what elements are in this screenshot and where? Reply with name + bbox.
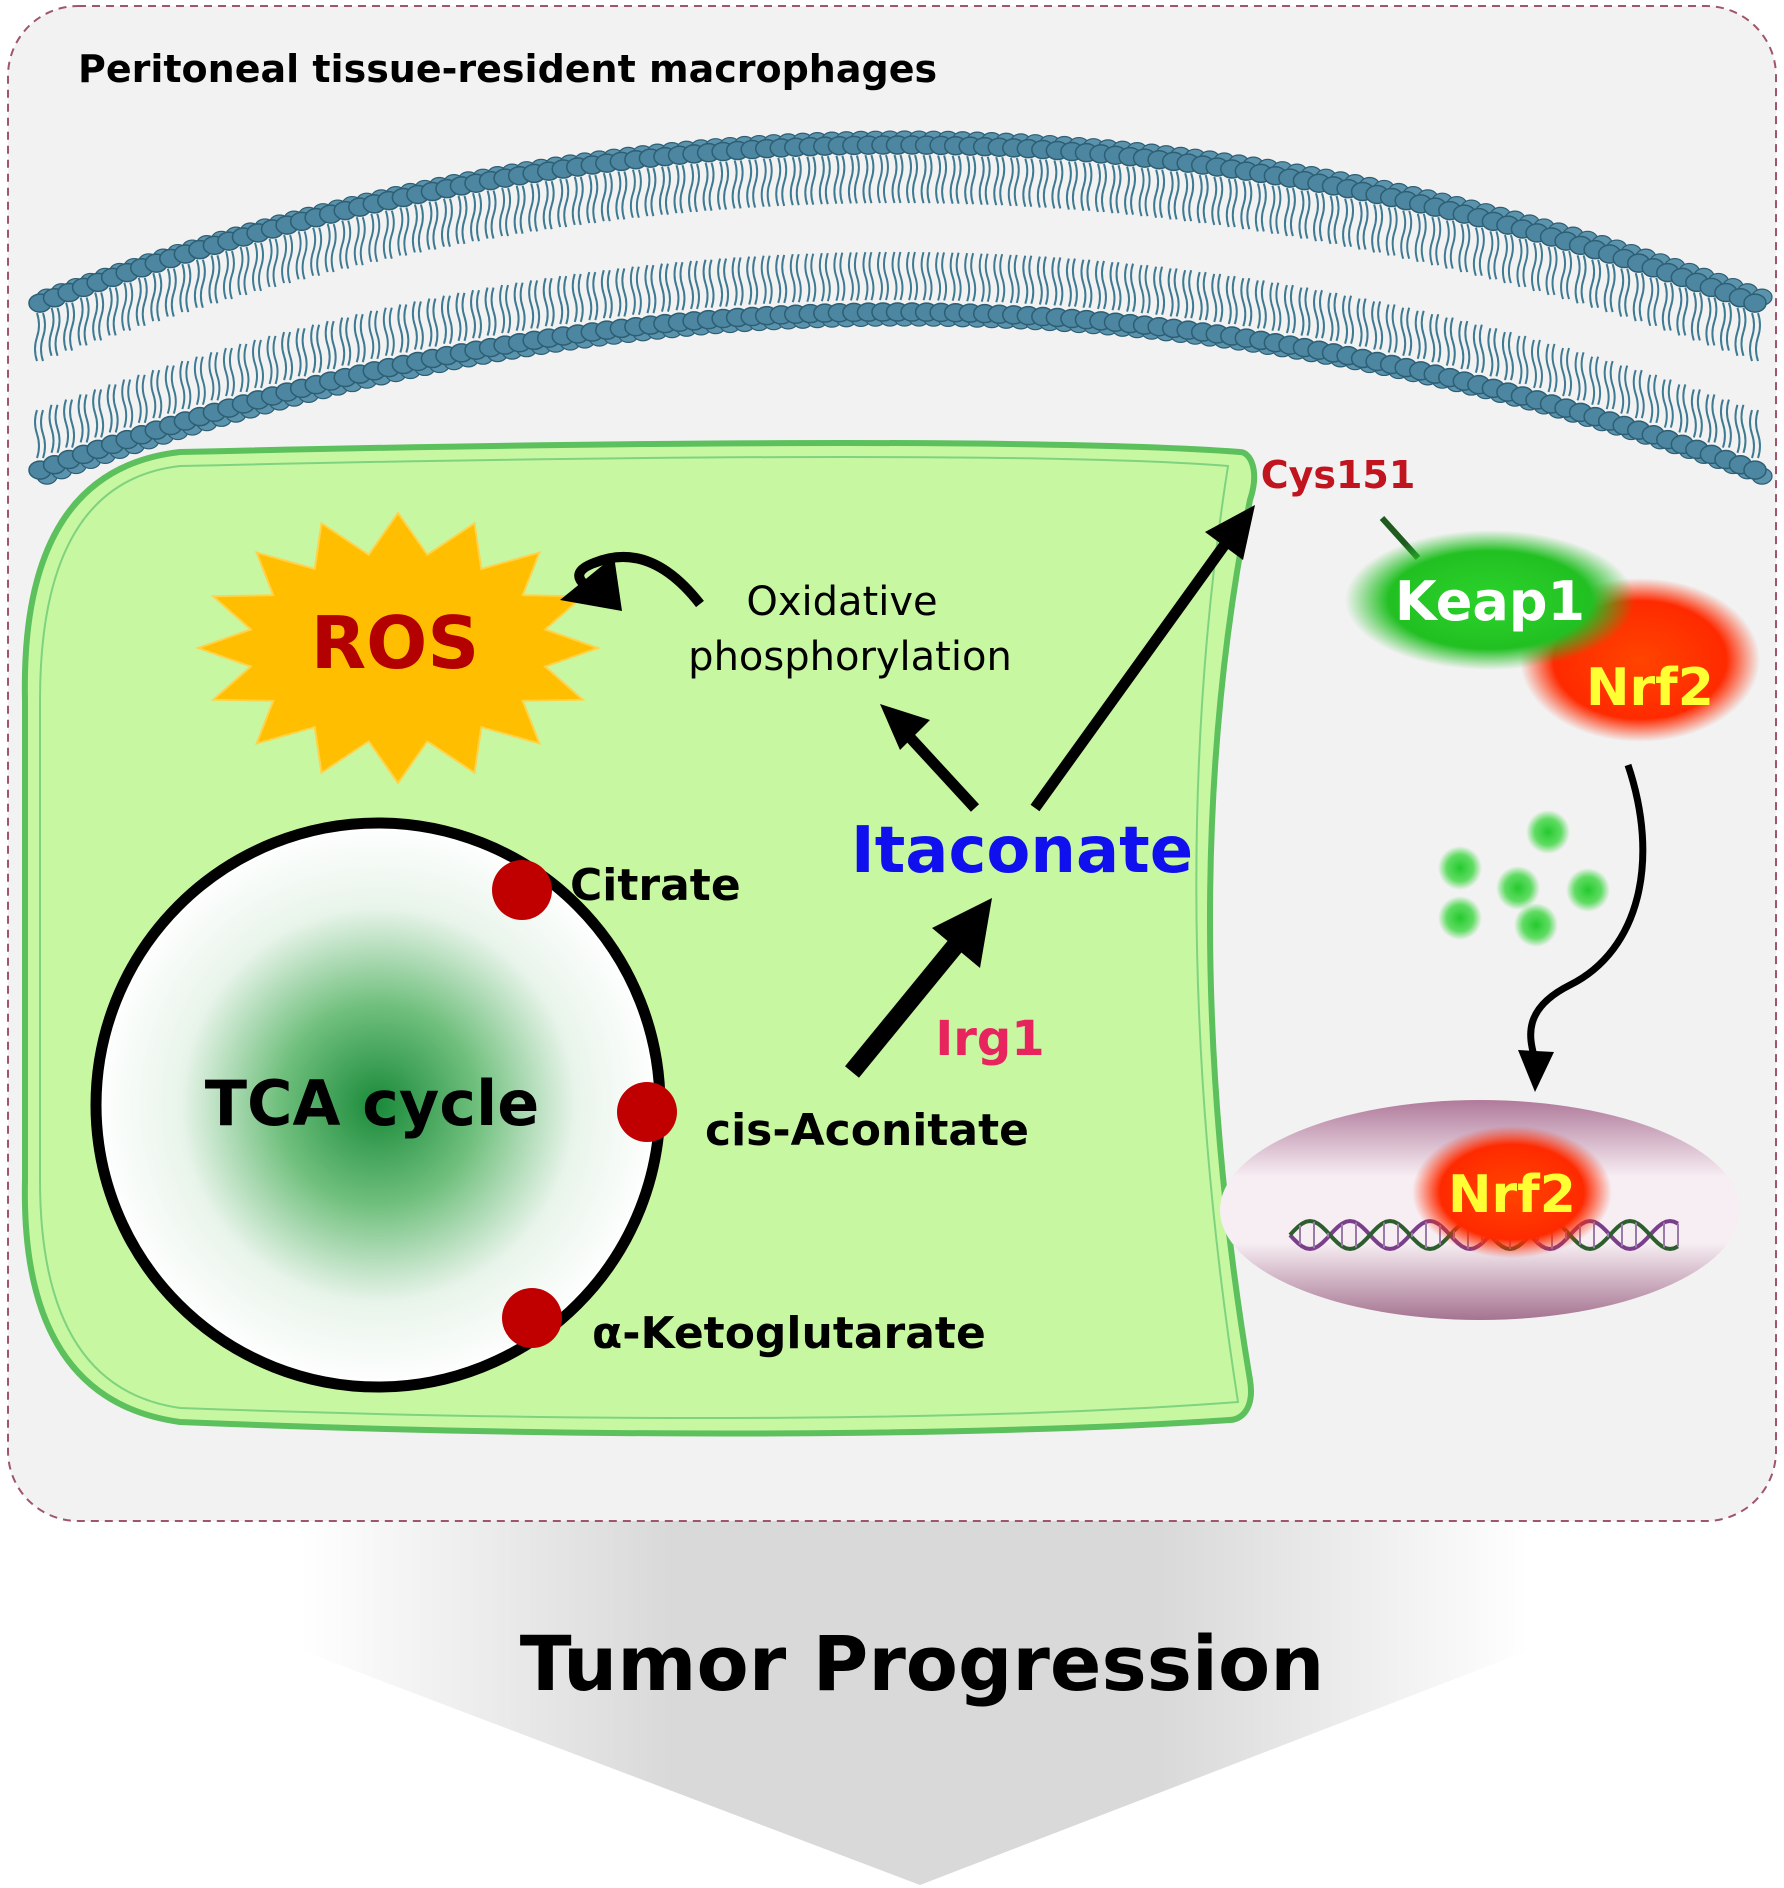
keap1-blob xyxy=(1345,530,1635,670)
cis-aconitate-label: cis-Aconitate xyxy=(705,1105,1029,1156)
a-ketoglutarate-dot xyxy=(502,1288,562,1348)
arrow-oxphos-to-ros xyxy=(574,551,704,608)
itaconate-label: Itaconate xyxy=(851,814,1193,888)
tca-cycle-label: TCA cycle xyxy=(205,1067,540,1140)
nucleus-nrf2-blob xyxy=(1412,1126,1612,1258)
cys151-label: Cys151 xyxy=(1261,453,1416,497)
arrow-itaconate-to-oxphos xyxy=(900,728,980,812)
released-keap1-fragments xyxy=(1438,810,1610,947)
arrow-aconitate-to-itaconate-head xyxy=(932,898,992,968)
tca-cycle: TCA cycle xyxy=(90,817,666,1393)
nrf2-label: Nrf2 xyxy=(1586,658,1714,718)
arrow-nrf2-to-nucleus-head xyxy=(1518,1050,1554,1092)
outcome-label: Tumor Progression xyxy=(520,1619,1325,1708)
arrow-itaconate-to-oxphos-head xyxy=(880,704,930,750)
nucleus: Nrf2 xyxy=(1220,1100,1740,1320)
arrow-itaconate-to-cys151-head xyxy=(1205,505,1255,560)
citrate-dot xyxy=(492,860,552,920)
a-ketoglutarate-label: α-Ketoglutarate xyxy=(592,1308,986,1359)
arrow-oxphos-to-ros-head xyxy=(560,556,622,611)
arrow-nrf2-to-nucleus xyxy=(1527,763,1647,1061)
arrow-aconitate-to-itaconate xyxy=(845,934,967,1078)
keap1-label: Keap1 xyxy=(1395,570,1585,633)
ros-label: ROS xyxy=(311,601,480,685)
ros-burst: ROS xyxy=(194,511,602,785)
nucleus-nrf2-label: Nrf2 xyxy=(1448,1165,1576,1225)
cis-aconitate-dot xyxy=(617,1082,677,1142)
cell-membrane xyxy=(28,130,1773,485)
arrow-itaconate-to-cys151 xyxy=(1030,536,1233,812)
outcome-arrow xyxy=(300,1520,1530,1885)
citrate-label: Citrate xyxy=(570,860,741,911)
oxphos-label-line1: Oxidative xyxy=(746,579,937,625)
panel-title: Peritoneal tissue-resident macrophages xyxy=(78,47,937,91)
irg1-label: Irg1 xyxy=(935,1011,1044,1067)
oxphos-label-line2: phosphorylation xyxy=(688,634,1012,680)
